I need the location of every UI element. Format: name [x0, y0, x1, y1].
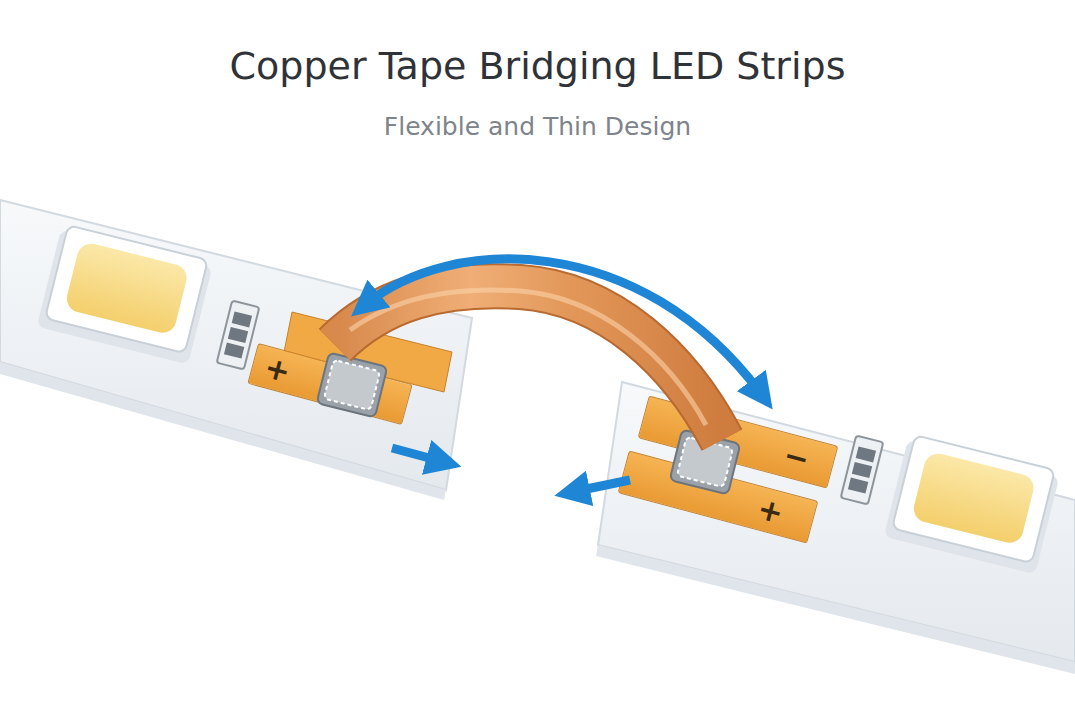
- led-strip-left: [0, 200, 472, 490]
- copper-tape-face: [335, 286, 722, 440]
- polarity-mark: +: [755, 493, 787, 528]
- diagram-title: Copper Tape Bridging LED Strips: [0, 44, 1075, 88]
- shift-arrow-right: [572, 480, 630, 492]
- subtitle: Flexible and Thin Design: [0, 112, 1075, 141]
- resistor-right: [841, 436, 884, 505]
- flex-arrow: [365, 259, 762, 395]
- led-chip-left: [37, 224, 214, 365]
- shift-arrow-left: [392, 448, 444, 462]
- led-strip-right: [598, 382, 1075, 662]
- solder-blob-left: [317, 353, 388, 418]
- copper-tape-shine: [350, 290, 706, 425]
- led-chip-right: [884, 434, 1061, 575]
- polarity-mark: −: [780, 440, 812, 475]
- polarity-mark: +: [261, 352, 293, 387]
- copper-tape: [335, 286, 722, 440]
